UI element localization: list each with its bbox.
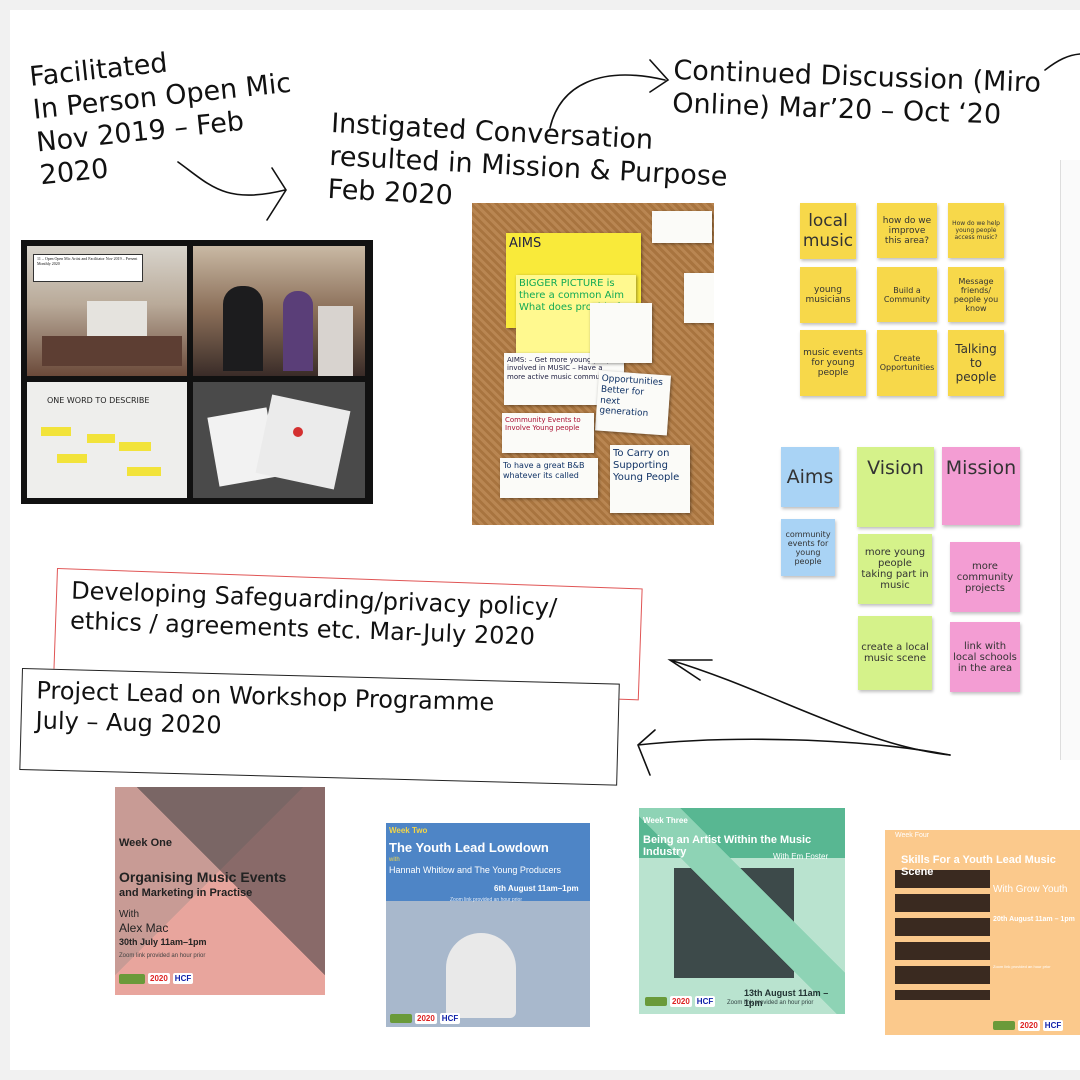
miro-sticky-6: music events for young people xyxy=(800,330,866,396)
poster1-week: Week One xyxy=(119,837,172,849)
arrow-top-right xyxy=(1044,53,1080,71)
photo-hall: 11 – Open Open Mic Artist and Facilitato… xyxy=(27,246,187,376)
cork-note-opportunities: Opportunities Better for next generation xyxy=(594,370,672,436)
logo-2020: 2020 xyxy=(415,1013,437,1024)
miro-sticky-8: Talking to people xyxy=(948,330,1004,396)
poster2-with: with xyxy=(389,857,400,863)
poster1-logos: 2020 HCF xyxy=(119,973,194,984)
arrow-instigated-to-continued xyxy=(549,59,670,129)
arrow-to-project-lead xyxy=(637,729,951,776)
poster3-date: 13th August 11am – 1pm xyxy=(744,988,829,1008)
poster1-title: Organising Music Events xyxy=(119,869,287,885)
photo-drawings xyxy=(193,382,365,498)
cork-note-great-bnb: To have a great B&B whatever its called xyxy=(500,458,598,498)
miro-sticky-5: Message friends/ people you know xyxy=(948,267,1004,322)
poster3-host: With Em Foster xyxy=(773,852,829,861)
photo-whiteboard: ONE WORD TO DESCRIBE xyxy=(27,382,187,498)
miro-sticky-4: Build a Community xyxy=(877,267,937,322)
cork-note-community-events: Community Events to Involve Young people xyxy=(502,413,594,453)
poster-week-three: Week Three Being an Artist Within the Mu… xyxy=(639,808,845,1014)
poster2-week: Week Two xyxy=(389,826,428,835)
logo-hcf: HCF xyxy=(694,996,716,1007)
mission-note-link-schools: link with local schools in the area xyxy=(950,622,1020,692)
poster-week-one: Week One Organising Music Events and Mar… xyxy=(115,787,325,995)
poster2-host: Hannah Whitlow and The Young Producers xyxy=(389,865,561,875)
poster1-subtitle: and Marketing in Practise xyxy=(119,887,253,899)
whiteboard-text: ONE WORD TO DESCRIBE xyxy=(47,396,150,405)
cork-note-small-mid xyxy=(590,303,652,363)
poster4-title: Skills For a Youth Lead Music Scene xyxy=(901,854,1056,878)
miro-sticky-2: How do we help young people access music… xyxy=(948,203,1004,258)
miro-sticky-7: Create Opportunities xyxy=(877,330,937,396)
poster3-week: Week Three xyxy=(643,816,688,825)
photo-group xyxy=(193,246,365,376)
header-vision: Vision xyxy=(857,447,934,527)
logo-2020: 2020 xyxy=(148,973,170,984)
miro-sticky-0: local music xyxy=(800,203,856,259)
cropped-side-panel xyxy=(1060,160,1080,760)
poster1-date: 30th July 11am–1pm xyxy=(119,937,207,947)
header-mission: Mission xyxy=(942,447,1020,525)
poster2-note: Zoom link provided an hour prior xyxy=(450,897,522,903)
poster-week-four: Week Four Skills For a Youth Lead Music … xyxy=(885,830,1080,1035)
poster2-logos: 2020 HCF xyxy=(390,1013,461,1024)
arrow-facilitated-to-instigated xyxy=(177,161,287,221)
vision-note-local-music-scene: create a local music scene xyxy=(858,616,932,690)
poster3-logos: 2020 HCF xyxy=(645,996,716,1007)
miro-sticky-3: young musicians xyxy=(800,267,856,323)
logo-hcf: HCF xyxy=(172,973,194,984)
vision-note-more-young-people: more young people taking part in music xyxy=(858,534,932,604)
poster4-date: 20th August 11am – 1pm xyxy=(993,916,1075,923)
poster-week-two: Week Two The Youth Lead Lowdown with Han… xyxy=(386,823,590,1027)
label-continued: Continued Discussion (Miro Online) Mar’2… xyxy=(671,55,1042,131)
logo-hcf: HCF xyxy=(1042,1020,1064,1031)
mission-note-community-projects: more community projects xyxy=(950,542,1020,612)
logo-2020: 2020 xyxy=(1018,1020,1040,1031)
poster4-host: With Grow Youth xyxy=(993,884,1068,895)
poster4-week: Week Four xyxy=(895,832,930,839)
cork-note-small-right xyxy=(684,273,714,323)
connector-arrows xyxy=(177,53,1080,776)
poster3-title: Being an Artist Within the Music Industr… xyxy=(643,834,812,858)
poster1-host: Alex Mac xyxy=(119,921,169,935)
poster4-note: Zoom link provided an hour prior xyxy=(993,964,1051,969)
logo-hcf: HCF xyxy=(439,1013,461,1024)
logo-2020: 2020 xyxy=(670,996,692,1007)
poster3-note: Zoom link provided an hour prior xyxy=(727,1000,814,1006)
cork-board-photo: AIMS BIGGER PICTURE is there a common Ai… xyxy=(472,203,714,525)
aims-note-community-events: community events for young people xyxy=(781,519,835,576)
box-project-lead: Project Lead on Workshop Programme July … xyxy=(19,668,620,786)
cork-note-carry-on: To Carry on Supporting Young People xyxy=(610,445,690,513)
cork-note-small-top xyxy=(652,211,712,243)
miro-sticky-1: how do we improve this area? xyxy=(877,203,937,258)
label-facilitated: Facilitated In Person Open Mic Nov 2019 … xyxy=(28,47,293,192)
open-mic-photo-collage: 11 – Open Open Mic Artist and Facilitato… xyxy=(21,240,373,504)
poster1-with: With xyxy=(119,909,139,920)
collage-caption: 11 – Open Open Mic Artist and Facilitato… xyxy=(33,254,143,282)
poster4-logos: 2020 HCF xyxy=(993,1020,1064,1031)
poster1-note: Zoom link provided an hour prior xyxy=(119,953,206,959)
poster2-title: The Youth Lead Lowdown xyxy=(389,840,549,855)
whiteboard-canvas: Facilitated In Person Open Mic Nov 2019 … xyxy=(10,10,1080,1070)
header-aims: Aims xyxy=(781,447,839,507)
poster2-date: 6th August 11am–1pm xyxy=(494,884,579,893)
